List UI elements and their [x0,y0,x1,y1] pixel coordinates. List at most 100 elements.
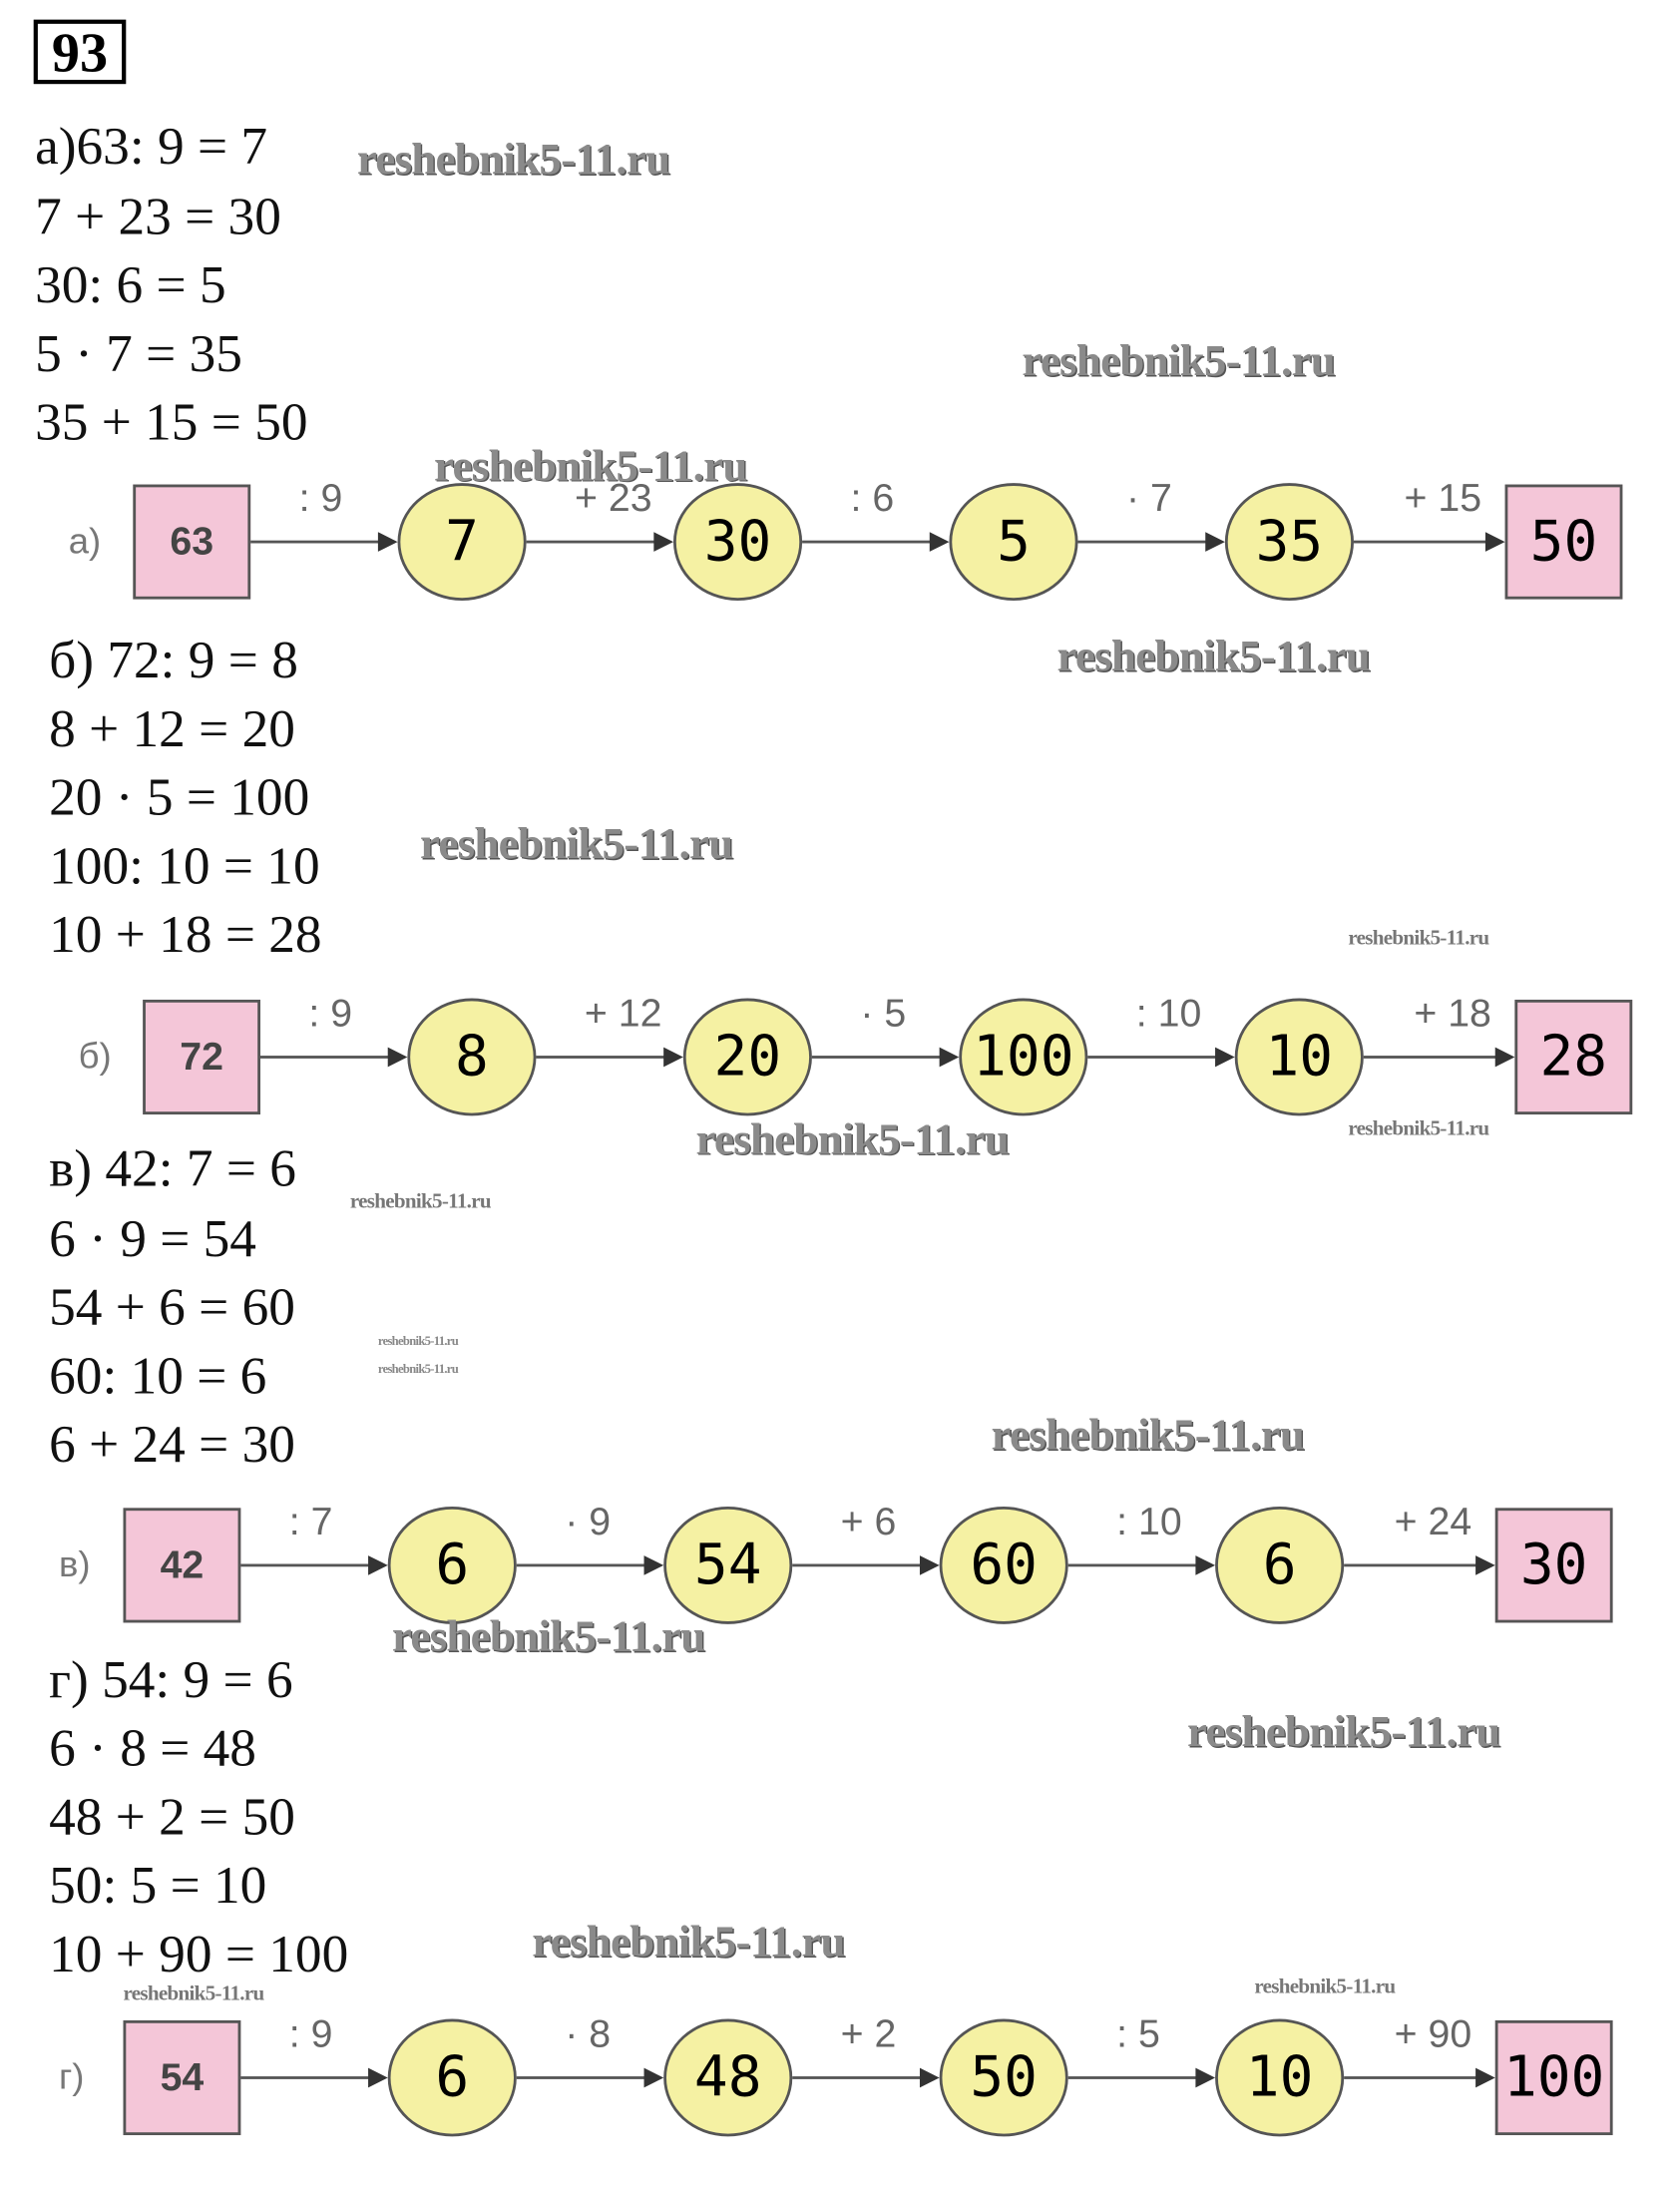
result-circle: 8 [407,998,537,1116]
watermark: reshebnik5-11.ru [349,1190,492,1213]
equation-line: 54 + 6 = 60 [49,1278,295,1338]
operation-label: + 23 [575,476,652,520]
watermark: reshebnik5-11.ru [1186,1705,1500,1756]
equation-line: 100: 10 = 10 [49,837,320,897]
watermark: reshebnik5-11.ru [434,439,747,491]
operation-label: · 9 [565,1499,612,1543]
watermark: reshebnik5-11.ru [1348,927,1489,951]
operation-label: : 9 [288,2011,333,2056]
operation-label: + 24 [1394,1499,1472,1543]
equation-line: в) 42: 7 = 6 [49,1139,296,1199]
operation-label: : 5 [1116,2011,1160,2056]
equation-line: 6 + 24 = 30 [49,1415,295,1475]
arrow [516,2067,664,2088]
watermark: reshebnik5-11.ru [532,1915,845,1967]
operation-label: + 18 [1414,991,1491,1036]
result-circle: 50 [939,2018,1068,2137]
operation-label: + 2 [840,2011,897,2056]
operation-label: + 12 [584,991,662,1036]
result-circle: 6 [1215,1506,1345,1624]
result-circle: 30 [672,483,803,602]
equation-line: г) 54: 9 = 6 [49,1650,293,1710]
result-circle: 10 [1215,2018,1345,2137]
chain-label: б) [78,1035,112,1078]
chain-label: в) [58,1542,91,1585]
watermark: reshebnik5-11.ru [377,1333,459,1348]
watermark: reshebnik5-11.ru [391,1609,705,1661]
equation-line: 35 + 15 = 50 [35,393,308,453]
arrow [516,1555,664,1575]
watermark: reshebnik5-11.ru [1022,334,1335,385]
chain-label: а) [68,519,102,562]
arrow [526,532,673,552]
operation-label: + 6 [840,1499,897,1543]
result-circle: 54 [663,1506,793,1624]
arrow [1363,1047,1515,1068]
start-value-box: 42 [123,1508,241,1623]
arrow [792,1555,940,1575]
arrow [1077,532,1225,552]
equation-line: 48 + 2 = 50 [49,1788,295,1847]
result-circle: 6 [387,2018,517,2137]
start-value-box: 54 [123,2019,241,2136]
watermark: reshebnik5-11.ru [1348,1117,1489,1140]
arrow [1344,2067,1495,2088]
watermark: reshebnik5-11.ru [123,1982,264,2006]
arrow [250,532,398,552]
watermark: reshebnik5-11.ru [419,817,733,869]
watermark: reshebnik5-11.ru [356,133,670,184]
equation-line: а)63: 9 = 7 [35,117,268,177]
arrow [240,1555,388,1575]
operation-label: : 7 [288,1499,333,1543]
result-circle: 20 [682,998,812,1116]
arrow [260,1047,408,1068]
equation-line: 6 · 9 = 54 [49,1209,256,1269]
arrow [240,2067,388,2088]
result-box: 30 [1494,1508,1613,1623]
operation-label: + 90 [1394,2011,1472,2056]
operation-label: : 9 [298,476,343,520]
watermark: reshebnik5-11.ru [991,1408,1305,1460]
equation-line: б) 72: 9 = 8 [49,631,298,690]
operation-label: · 5 [860,991,907,1036]
arrow [1344,1555,1495,1575]
equation-line: 10 + 18 = 28 [49,905,322,965]
result-circle: 10 [1234,998,1364,1116]
arrow [811,1047,960,1068]
arrow [1087,1047,1235,1068]
arrow [802,532,950,552]
exercise-number: 93 [33,19,127,85]
watermark: reshebnik5-11.ru [695,1112,1010,1164]
arrow [1067,2067,1216,2088]
operation-label: : 10 [1135,991,1202,1036]
result-circle: 6 [387,1506,517,1624]
result-circle: 7 [397,483,527,602]
operation-label: : 6 [850,476,895,520]
result-circle: 100 [959,998,1088,1116]
equation-line: 6 · 8 = 48 [49,1719,256,1779]
equation-line: 7 + 23 = 30 [35,188,281,246]
arrow [1067,1555,1216,1575]
result-circle: 35 [1224,483,1354,602]
arrow [1353,532,1505,552]
equation-line: 8 + 12 = 20 [49,699,295,759]
watermark: reshebnik5-11.ru [1056,630,1371,681]
equation-line: 30: 6 = 5 [35,255,226,315]
start-value-box: 63 [133,484,251,600]
operation-label: · 8 [565,2011,612,2056]
operation-label: · 7 [1125,476,1172,520]
result-circle: 48 [663,2018,793,2137]
operation-label: : 9 [308,991,353,1036]
arrow [536,1047,683,1068]
equation-line: 5 · 7 = 35 [35,324,242,384]
chain-label: г) [58,2055,85,2098]
equation-line: 60: 10 = 6 [49,1346,267,1406]
start-value-box: 72 [143,999,261,1115]
watermark: reshebnik5-11.ru [377,1361,459,1376]
equation-line: 10 + 90 = 100 [49,1925,349,1984]
operation-label: : 10 [1116,1499,1182,1543]
arrow [792,2067,940,2088]
result-box: 100 [1494,2019,1613,2136]
equation-line: 50: 5 = 10 [49,1856,267,1916]
